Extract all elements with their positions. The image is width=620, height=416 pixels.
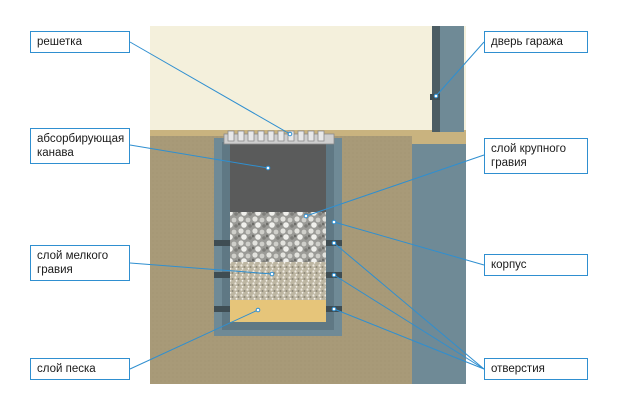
garage-door-frame <box>440 26 464 132</box>
absorbing-channel <box>230 144 326 212</box>
label-sand: слой песка <box>30 358 130 380</box>
label-coarse-gravel: слой крупного гравия <box>484 138 588 174</box>
leader-dots <box>255 93 439 313</box>
sand-layer <box>230 300 326 322</box>
label-grate: решетка <box>30 31 130 53</box>
label-holes: отверстия <box>484 358 588 380</box>
wall-area <box>150 26 466 134</box>
label-absorbing-channel: абсорбирующая канава <box>30 128 130 164</box>
garage-door-panel <box>432 26 440 132</box>
foundation-wall <box>412 134 466 384</box>
fine-gravel-layer <box>230 262 326 300</box>
coarse-gravel-layer <box>230 212 326 262</box>
foundation-cap <box>412 134 466 144</box>
label-garage-door: дверь гаража <box>484 31 588 53</box>
leader-lines <box>129 41 485 370</box>
label-housing: корпус <box>484 254 588 276</box>
label-fine-gravel: слой мелкого гравия <box>30 245 130 281</box>
